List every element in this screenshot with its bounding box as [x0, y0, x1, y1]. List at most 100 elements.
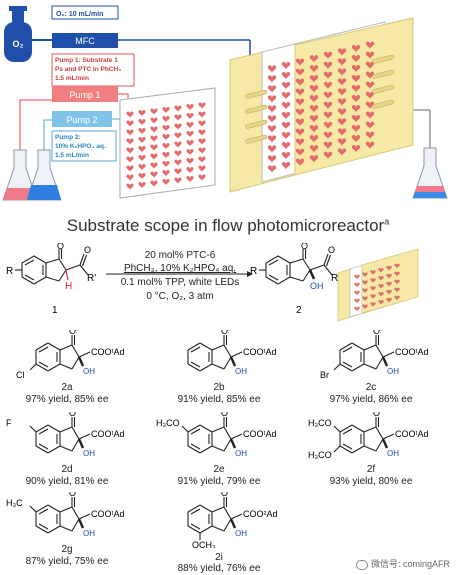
- reactor-channel: [295, 108, 305, 117]
- reactor-channel: [186, 112, 194, 120]
- reactor-channel: [378, 292, 384, 297]
- hydroxyl-group: OH: [235, 529, 247, 538]
- reactor-channel: [267, 125, 277, 133]
- reactor-channel: [378, 276, 384, 281]
- ketone-oxygen: O: [221, 412, 228, 418]
- reactor-channel: [174, 168, 182, 175]
- reactor-channel: [295, 158, 305, 167]
- reactor-channel: [386, 265, 392, 271]
- yield-ee-result: 91% yield, 79% ee: [177, 476, 261, 487]
- title-footnote: a: [384, 216, 390, 227]
- reactor-channel: [323, 131, 333, 140]
- reactor-channel: [126, 120, 134, 127]
- reactor-channel: [267, 95, 277, 103]
- reactor-channel: [370, 270, 376, 276]
- reactor-channel: [126, 111, 134, 118]
- reactor-channel: [186, 175, 194, 183]
- reactor-channel: [281, 131, 291, 140]
- reactor-channel: [150, 144, 158, 151]
- reactor-channel: [267, 75, 277, 83]
- reactor-channel: [198, 120, 206, 127]
- reactor-channel: [365, 101, 375, 110]
- ketone-oxygen: O: [221, 330, 228, 336]
- ester-group: COOᵗAd: [91, 347, 125, 357]
- wechat-watermark: 微信号: comingAFR: [356, 557, 450, 570]
- reactor-channel: [281, 111, 291, 120]
- reactor-channel: [351, 84, 361, 93]
- ester-group: COOᵗAd: [395, 347, 429, 357]
- compound-number: 2b: [213, 382, 225, 393]
- substituent-label: H₃CO: [308, 450, 332, 460]
- reactor-channel: [351, 64, 361, 73]
- reactor-channel: [186, 166, 194, 174]
- reactor-channel: [198, 174, 206, 181]
- reactor-channel: [150, 108, 158, 115]
- reactor-channel: [150, 135, 158, 142]
- reactor-channel: [267, 165, 277, 173]
- reactor-channel: [337, 88, 347, 96]
- reactant-structure: [15, 249, 89, 285]
- watermark-text: 微信号: comingAFR: [370, 559, 450, 569]
- hydroxyl-group: OH: [83, 449, 95, 458]
- reactor-channel: [378, 284, 384, 289]
- reactor-channel: [365, 121, 375, 130]
- product-r-group: R: [250, 266, 257, 277]
- reactor-channel: [150, 171, 158, 178]
- condition-catalyst: 20 mol% PTC-6: [144, 250, 216, 261]
- reactor-channel: [309, 75, 319, 83]
- product-hydroxyl: OH: [310, 281, 324, 291]
- yield-ee-result: 91% yield, 85% ee: [177, 394, 261, 405]
- reactor-channel: [295, 78, 305, 87]
- reactor-channel: [295, 68, 305, 77]
- reactor-channel: [186, 130, 194, 138]
- reactor-channel: [162, 106, 170, 114]
- reactor-channel: [186, 103, 194, 111]
- collection-flask: [412, 147, 448, 199]
- reaction-scheme: O O R H R' 1 O O R R' OH 2: [6, 243, 419, 322]
- reactor-channel: [309, 95, 319, 103]
- reactor-channel: [126, 183, 134, 190]
- reactor-channel: [378, 300, 384, 305]
- ester-group: COOᵗAd: [395, 429, 429, 439]
- reactant-hydrogen: H: [65, 281, 72, 292]
- reactor-channel: [365, 131, 375, 140]
- substituent-label: H₃CO: [156, 418, 180, 428]
- reactor-channel: [295, 98, 305, 107]
- reactant-rprime: R': [87, 273, 96, 284]
- reactor-channel: [323, 51, 333, 60]
- reactor-channel: [365, 141, 375, 150]
- hydroxyl-group: OH: [83, 367, 95, 376]
- reactant-oxygen-2: O: [84, 245, 91, 255]
- reactor-channel: [186, 157, 194, 165]
- reactor-channel: [362, 272, 368, 278]
- reactor-channel: [337, 48, 347, 56]
- reactor-channel: [198, 129, 206, 136]
- reactor-channel: [174, 114, 182, 121]
- reactor-channel: [337, 78, 347, 86]
- reactor-channel: [295, 138, 305, 147]
- substituent-label: F: [6, 418, 12, 428]
- substituent-label: H₃CO: [308, 418, 332, 428]
- reactor-channel: [126, 174, 134, 181]
- reactor-channel: [174, 150, 182, 157]
- condition-photosensitizer: 0.1 mol% TPP, white LEDs: [120, 277, 240, 288]
- reactor-channel: [162, 151, 170, 159]
- reactor-channel: [323, 101, 333, 110]
- yield-ee-result: 88% yield, 76% ee: [177, 563, 261, 574]
- reactor-channel: [351, 114, 361, 123]
- reactor-channel: [365, 111, 375, 120]
- ketone-oxygen: O: [69, 412, 76, 418]
- led-lamp: [372, 99, 395, 109]
- reactor-channel: [362, 304, 368, 310]
- reactor-channel: [337, 58, 347, 66]
- compound-number: 2a: [61, 382, 73, 393]
- reactor-channel: [337, 68, 347, 76]
- yield-ee-result: 97% yield, 85% ee: [25, 394, 109, 405]
- pump1-desc-line1: Pump 1: Substrate 1: [55, 57, 118, 64]
